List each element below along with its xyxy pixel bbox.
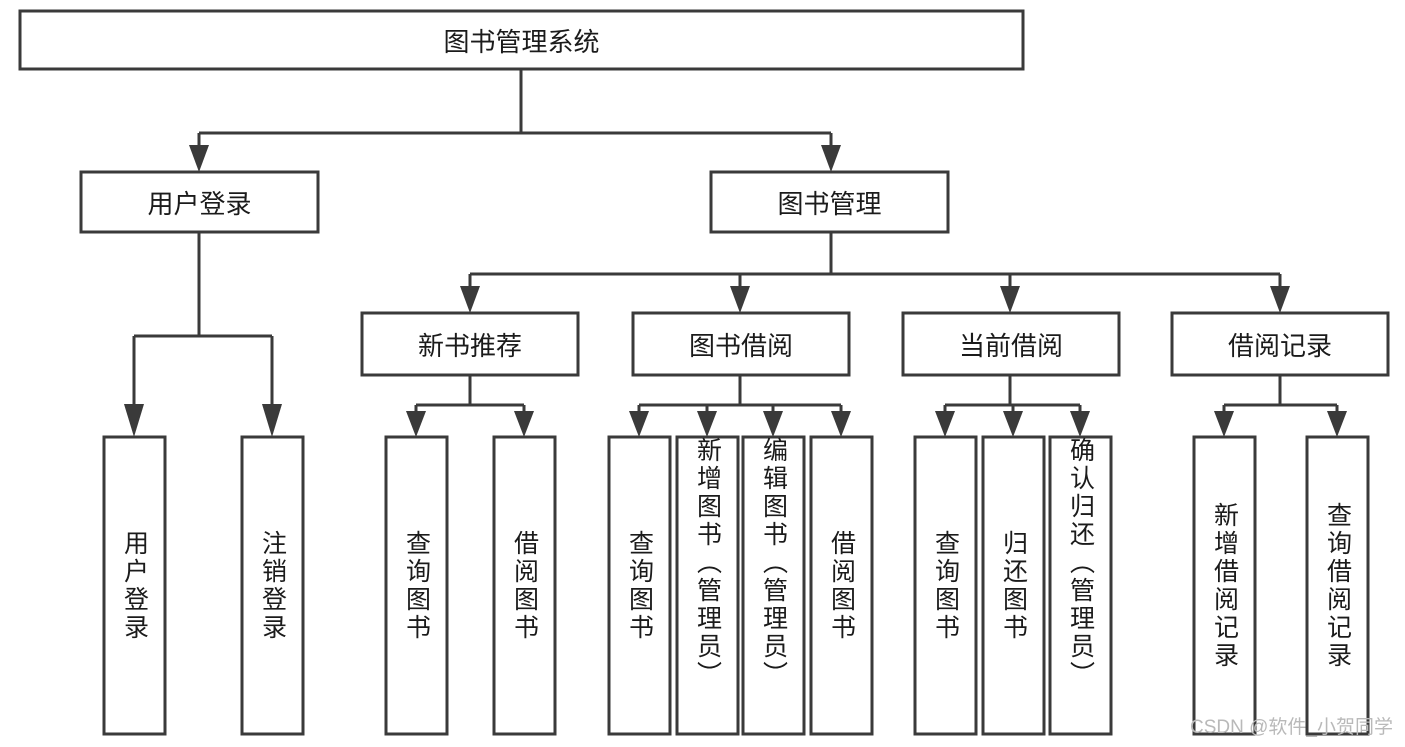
leaf-confirm-return-box[interactable] [1048, 435, 1113, 736]
leaf-logout-box[interactable] [240, 435, 305, 736]
arrow-to-book-borrow [730, 286, 750, 313]
leaf-borrow-book-b-box[interactable] [809, 435, 874, 736]
arrow-to-leaf-query-book-c [935, 411, 955, 437]
arrow-to-leaf-return-book [1003, 411, 1023, 437]
leaf-add-record-box[interactable] [1192, 435, 1257, 736]
node-borrow-records-box[interactable] [1170, 311, 1390, 377]
leaf-query-record-box[interactable] [1305, 435, 1370, 736]
arrow-to-leaf-query-record [1327, 411, 1347, 437]
connectors-current-borrow-to-leaves [935, 375, 1090, 437]
node-current-borrow-box[interactable] [901, 311, 1121, 377]
node-user-login-box[interactable] [79, 170, 320, 234]
leaf-return-book-box[interactable] [981, 435, 1046, 736]
leaf-add-book-box[interactable] [675, 435, 740, 736]
arrow-to-new-book [460, 286, 480, 313]
arrow-to-leaf-add-record [1214, 411, 1234, 437]
connectors-book-mgmt-to-level3 [460, 232, 1290, 313]
arrow-to-leaf-edit-book [763, 411, 783, 437]
connectors-book-borrow-to-leaves [629, 375, 851, 437]
arrow-to-current-borrow [1000, 286, 1020, 313]
arrow-to-leaf-logout [262, 404, 282, 437]
connectors-root-to-level2 [189, 69, 841, 172]
connectors-user-login-to-leaves [124, 232, 282, 437]
arrow-to-user-login [189, 145, 209, 172]
leaf-query-book-a-box[interactable] [384, 435, 449, 736]
arrow-to-borrow-records [1270, 286, 1290, 313]
connectors-borrow-records-to-leaves [1214, 375, 1347, 437]
arrow-to-leaf-confirm-return [1070, 411, 1090, 437]
leaf-query-book-c-box[interactable] [913, 435, 978, 736]
node-new-book-box[interactable] [360, 311, 580, 377]
connectors-new-book-to-leaves [406, 375, 534, 437]
node-root-box[interactable] [18, 9, 1025, 71]
arrow-to-book-mgmt [821, 145, 841, 172]
node-book-borrow-box[interactable] [631, 311, 851, 377]
arrow-to-leaf-query-book-a [406, 411, 426, 437]
arrow-to-leaf-borrow-book-b [831, 411, 851, 437]
leaf-borrow-book-a-box[interactable] [492, 435, 557, 736]
node-book-mgmt-box[interactable] [709, 170, 950, 234]
leaf-user-login-box[interactable] [102, 435, 167, 736]
arrow-to-leaf-borrow-book-a [514, 411, 534, 437]
arrow-to-leaf-user-login [124, 404, 144, 437]
leaf-edit-book-box[interactable] [741, 435, 806, 736]
arrow-to-leaf-add-book [697, 411, 717, 437]
arrow-to-leaf-query-book-b [629, 411, 649, 437]
leaf-query-book-b-box[interactable] [607, 435, 672, 736]
